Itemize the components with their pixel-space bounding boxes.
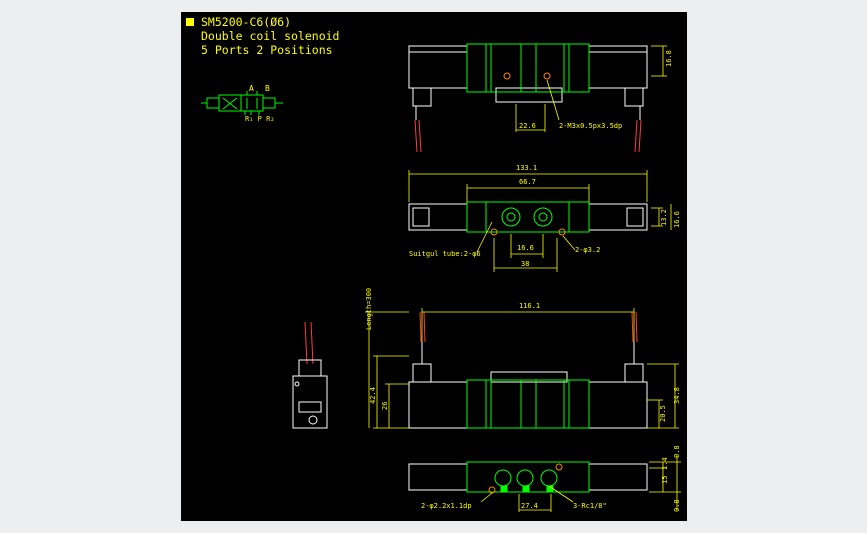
dim-27-4: 27.4: [521, 502, 538, 510]
dim-16-6: 16.6: [517, 244, 534, 252]
port-rc-1-8: 3-Rc1/8": [573, 502, 607, 510]
dim-13-2: 13.2: [660, 209, 668, 226]
dim-34-8: 34.8: [673, 387, 681, 404]
dim-phi-3-2: 2-φ3.2: [575, 246, 600, 254]
dim-133-1: 133.1: [516, 164, 537, 172]
dim-m3-holes: 2-M3x0.5px3.5dp: [559, 122, 622, 130]
dim-phi-2-2: 2-φ2.2x1.1dp: [421, 502, 472, 510]
view-elevation: Length=300 116.1 42.4 26 20.5 34.8: [365, 288, 681, 429]
dim-42-4: 42.4: [369, 387, 377, 404]
dim-66-7: 66.7: [519, 178, 536, 186]
description-line-2: 5 Ports 2 Positions: [201, 43, 333, 57]
title-marker-icon: [186, 18, 194, 26]
title-block: SM5200-C6(Ø6) Double coil solenoid 5 Por…: [186, 15, 339, 57]
dim-0-8-bottom: 0.8: [673, 499, 681, 512]
dim-0-8: 0.8: [673, 445, 681, 458]
dim-16-8: 16.8: [665, 50, 673, 67]
view-plan: 133.1 66.7 13.2 16.6 Suitgul tube:2-φ6 1…: [408, 164, 681, 272]
dim-116-1: 116.1: [519, 302, 540, 310]
model-label: SM5200-C6(Ø6): [201, 15, 291, 29]
dim-15: 15: [661, 476, 669, 484]
symbol-port-exhaust: R₁ P R₂: [245, 115, 275, 123]
dim-length-300: Length=300: [365, 288, 373, 330]
symbol-port-a: A: [249, 84, 254, 93]
dim-22-6: 22.6: [519, 122, 536, 130]
cad-drawing-canvas: SM5200-C6(Ø6) Double coil solenoid 5 Por…: [181, 12, 687, 521]
description-line-1: Double coil solenoid: [201, 29, 339, 43]
dim-26: 26: [381, 402, 389, 410]
dim-20-5: 20.5: [659, 405, 667, 422]
dim-38: 38: [521, 260, 529, 268]
dim-1-4: 1.4: [661, 457, 669, 470]
view-front-top: 16.8 22.6 2-M3x0.5px3.5dp: [408, 43, 673, 153]
view-side: [292, 321, 328, 429]
valve-symbol: [201, 91, 283, 115]
tube-label: Suitgul tube:2-φ6: [409, 250, 481, 258]
view-bottom: 0.8 1.4 15 0.8 2-φ2.2x1.1dp 27.4 3-Rc1/8…: [408, 445, 681, 512]
symbol-port-b: B: [265, 84, 270, 93]
dim-16-6-right: 16.6: [673, 211, 681, 228]
